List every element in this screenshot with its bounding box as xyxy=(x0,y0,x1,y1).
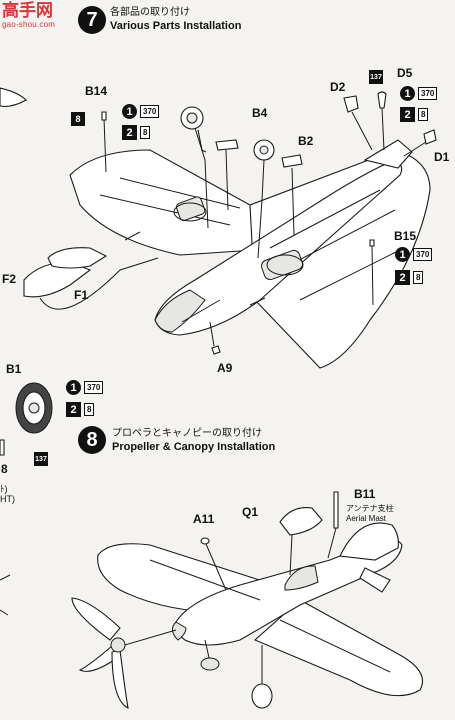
color-code: 370 xyxy=(140,105,160,118)
label-f2: F2 xyxy=(2,272,17,286)
spitfire-underside xyxy=(69,139,431,369)
color-circle: 1 xyxy=(395,247,410,262)
watermark-logo: 高手网 gao-shou.com xyxy=(2,2,66,36)
color-circle: 1 xyxy=(400,86,415,101)
label-b2: B2 xyxy=(298,134,314,148)
label-d5: D5 xyxy=(397,66,413,80)
label-b15: B15 xyxy=(394,229,417,243)
margin-jp: ﾄ) xyxy=(0,484,8,494)
badge-square: 8 xyxy=(71,112,85,126)
color-square: 2 xyxy=(66,402,81,417)
part-b15-color-1: 1 370 xyxy=(395,247,433,262)
label-b4: B4 xyxy=(252,106,268,120)
propeller xyxy=(71,597,177,709)
label-b14: B14 xyxy=(85,84,108,98)
color-code: 370 xyxy=(413,248,433,261)
part-d5-color-2: 2 8 xyxy=(400,107,429,122)
part-d5-square: 137 xyxy=(369,70,383,84)
part-b1-color-2: 2 8 xyxy=(66,402,95,417)
color-square: 2 xyxy=(400,107,415,122)
step-8-number: 8 xyxy=(78,426,106,454)
label-d2: D2 xyxy=(330,80,346,94)
step-7-title-jp: 各部品の取り付け xyxy=(110,7,190,18)
part-b15-color-2: 2 8 xyxy=(395,270,424,285)
spitfire-top xyxy=(97,522,424,709)
color-code: 370 xyxy=(418,87,438,100)
color-circle: 1 xyxy=(66,380,81,395)
color-square: 2 xyxy=(395,270,410,285)
partial-wing-top-left xyxy=(0,87,27,107)
margin-digit: 8 xyxy=(1,462,8,476)
step-7-title-en: Various Parts Installation xyxy=(110,20,242,32)
margin-en: HT) xyxy=(0,494,15,504)
step-7-number: 7 xyxy=(78,6,106,34)
step-8-title-jp: プロペラとキャノピーの取り付け xyxy=(112,428,262,439)
part-d5-color-1: 1 370 xyxy=(400,86,438,101)
color-code: 8 xyxy=(84,403,95,416)
label-a11: A11 xyxy=(193,512,215,526)
step-8-title-en: Propeller & Canopy Installation xyxy=(112,441,276,453)
color-circle: 1 xyxy=(122,104,137,119)
label-b1: B1 xyxy=(6,362,22,376)
color-square: 2 xyxy=(122,125,137,140)
part-b14-color-2: 2 8 xyxy=(122,125,151,140)
color-code: 8 xyxy=(418,108,429,121)
color-code: 8 xyxy=(413,271,424,284)
label-f1: F1 xyxy=(74,288,89,302)
watermark-url: gao-shou.com xyxy=(2,20,56,29)
aerial-mast-en: Aerial Mast xyxy=(346,514,387,523)
part-b14-badges: 8 xyxy=(71,112,85,126)
part-b1-color-1: 1 370 xyxy=(66,380,104,395)
wheel-b1 xyxy=(15,382,53,434)
color-code: 8 xyxy=(140,126,151,139)
color-code: 370 xyxy=(84,381,104,394)
aerial-mast-jp: アンテナ支柱 xyxy=(346,504,394,513)
label-a9: A9 xyxy=(217,361,233,375)
label-d1: D1 xyxy=(434,150,450,164)
label-b11: B11 xyxy=(354,487,376,501)
part-b1-square: 137 xyxy=(34,452,48,466)
badge-square: 137 xyxy=(369,70,383,84)
watermark-title: 高手网 xyxy=(2,1,53,21)
label-q1: Q1 xyxy=(242,505,259,519)
part-b14-color-1: 1 370 xyxy=(122,104,160,119)
badge-square: 137 xyxy=(34,452,48,466)
